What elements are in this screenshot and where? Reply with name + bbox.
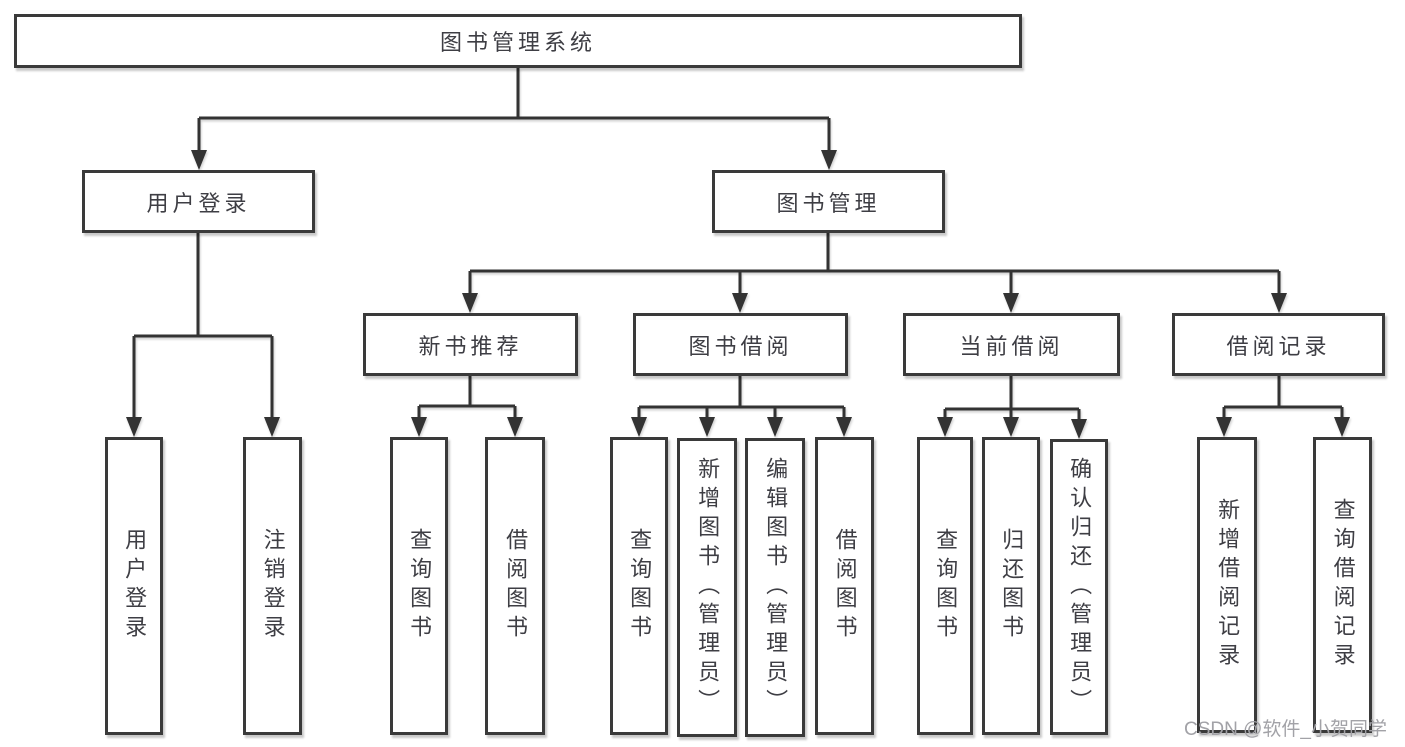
leaf-nbr-query-books-label: 查询图书 (407, 528, 433, 644)
leaf-cb-confirm-return-admin: 确认归还（管理员） (1050, 439, 1108, 735)
node-current-borrowing-label: 当前借阅 (959, 333, 1064, 359)
leaf-bb-query-books-label: 查询图书 (627, 528, 653, 644)
leaf-br-add-record-label: 新增借阅记录 (1215, 498, 1241, 672)
leaf-cb-query-books: 查询图书 (917, 437, 973, 735)
leaf-br-query-record: 查询借阅记录 (1313, 437, 1372, 733)
leaf-nbr-query-books: 查询图书 (390, 437, 448, 735)
leaf-bb-borrow-books: 借阅图书 (815, 437, 874, 735)
node-book-management: 图书管理 (712, 170, 945, 233)
node-root-label: 图书管理系统 (439, 30, 596, 55)
csdn-watermark: CSDN @软件_小贺同学 (1184, 719, 1387, 740)
leaf-logout-label: 注销登录 (260, 528, 286, 644)
node-book-management-label: 图书管理 (776, 190, 881, 216)
leaf-bb-add-books-admin-label: 新增图书（管理员） (695, 457, 721, 718)
leaf-cb-query-books-label: 查询图书 (933, 528, 959, 644)
leaf-cb-confirm-return-admin-label: 确认归还（管理员） (1067, 456, 1093, 718)
node-book-borrowing: 图书借阅 (633, 313, 848, 376)
leaf-bb-query-books: 查询图书 (610, 437, 668, 735)
leaf-nbr-borrow-books-label: 借阅图书 (503, 528, 529, 644)
node-current-borrowing: 当前借阅 (903, 313, 1120, 376)
node-book-borrowing-label: 图书借阅 (688, 333, 793, 359)
leaf-cb-return-books-label: 归还图书 (999, 528, 1025, 644)
leaf-user-login: 用户登录 (105, 437, 163, 735)
node-new-book-recommend-label: 新书推荐 (418, 333, 523, 359)
leaf-bb-edit-books-admin-label: 编辑图书（管理员） (763, 457, 789, 718)
leaf-br-query-record-label: 查询借阅记录 (1330, 498, 1356, 672)
node-user-login-label: 用户登录 (146, 190, 251, 216)
leaf-br-add-record: 新增借阅记录 (1197, 437, 1257, 733)
leaf-user-login-label: 用户登录 (122, 528, 148, 644)
node-borrowing-records: 借阅记录 (1172, 313, 1385, 376)
leaf-bb-add-books-admin: 新增图书（管理员） (677, 438, 737, 737)
leaf-logout: 注销登录 (243, 437, 302, 735)
node-user-login: 用户登录 (82, 170, 315, 233)
leaf-nbr-borrow-books: 借阅图书 (485, 437, 545, 735)
node-borrowing-records-label: 借阅记录 (1226, 333, 1331, 359)
leaf-cb-return-books: 归还图书 (982, 437, 1040, 735)
leaf-bb-edit-books-admin: 编辑图书（管理员） (745, 438, 805, 737)
node-new-book-recommend: 新书推荐 (363, 313, 578, 376)
leaf-bb-borrow-books-label: 借阅图书 (832, 528, 858, 644)
node-root: 图书管理系统 (14, 14, 1022, 68)
